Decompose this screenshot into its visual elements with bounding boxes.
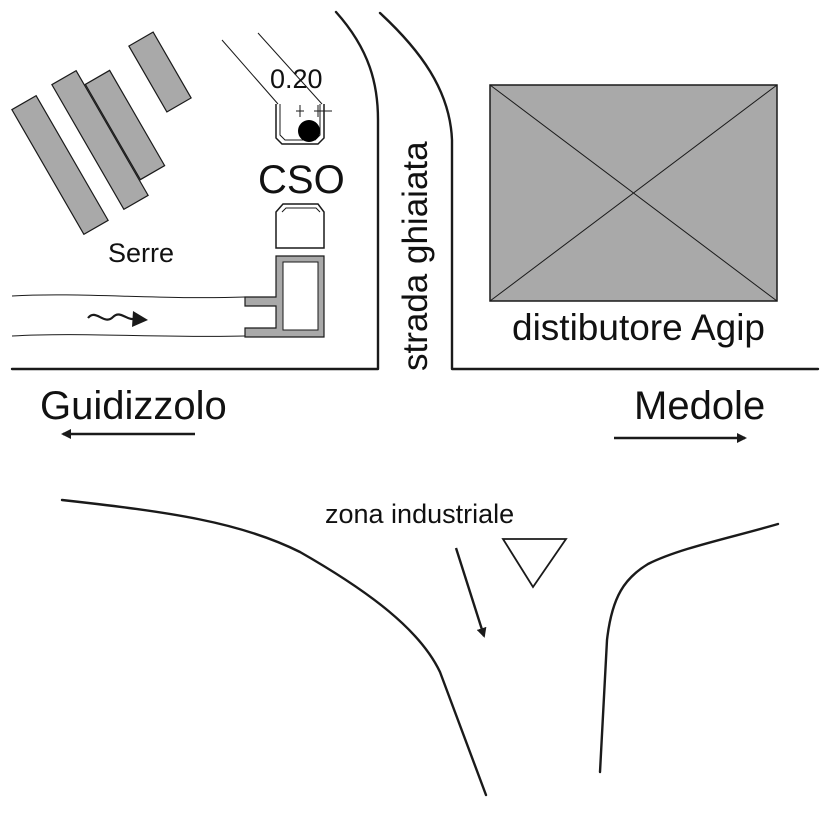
greenhouse-4 <box>128 31 192 113</box>
east-block-edge <box>378 11 820 371</box>
cso-upper-chamber <box>275 104 325 145</box>
greenhouse-1 <box>11 94 109 236</box>
cso-label: CSO <box>258 158 345 202</box>
greenhouses <box>11 31 192 236</box>
junction-area-label: zona industriale <box>325 499 514 529</box>
dimension-marker: 0.20 <box>270 64 332 117</box>
stream-channel <box>11 294 246 337</box>
greenhouse-3 <box>84 69 166 181</box>
west-block-edge <box>10 10 380 371</box>
arrow-down-icon <box>454 547 487 638</box>
fuel-station-label: distibutore Agip <box>512 307 765 348</box>
yield-triangle-icon <box>501 538 568 589</box>
cso-lower-structure <box>244 203 325 338</box>
serre-label: Serre <box>108 238 174 268</box>
wavy-arrow-right-icon <box>87 311 148 327</box>
fuel-station-building <box>489 84 778 302</box>
pipe-diagonal <box>221 32 323 105</box>
dimension-label: 0.20 <box>270 64 323 94</box>
south-east-road-edge <box>598 522 780 774</box>
south-west-road-edge <box>60 498 488 797</box>
west-destination-label: Guidizzolo <box>40 384 227 428</box>
road-label-strada-ghiaiata: strada ghiaiata <box>396 141 435 371</box>
east-destination-label: Medole <box>634 384 765 428</box>
greenhouse-2 <box>51 69 149 211</box>
orifice-dot <box>298 120 320 142</box>
